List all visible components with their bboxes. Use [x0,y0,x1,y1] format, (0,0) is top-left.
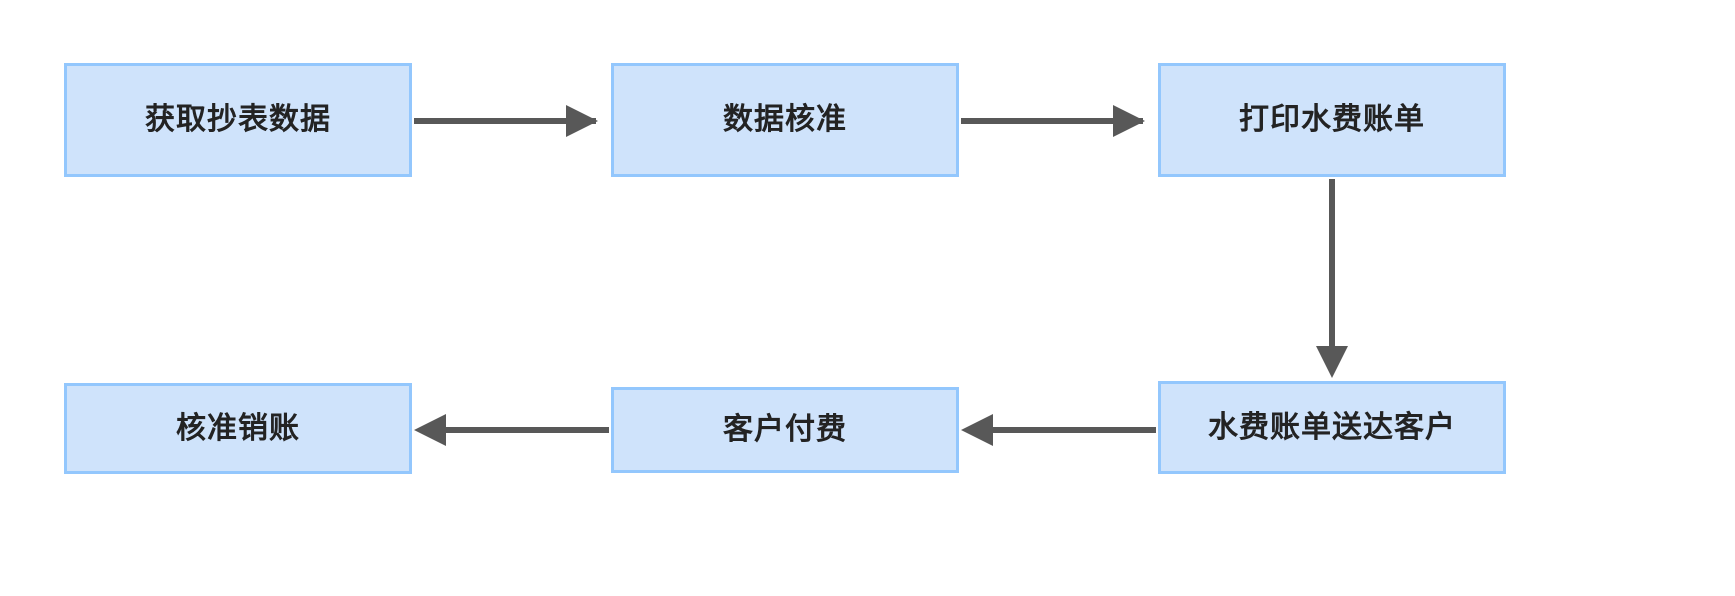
node-label: 打印水费账单 [1239,103,1425,136]
node-label: 客户付费 [723,413,847,446]
arrowhead-down-icon [1316,346,1348,378]
node-label: 核准销账 [176,411,300,445]
flowchart-node-print-water-bill[interactable]: 打印水费账单 [1158,63,1506,177]
arrowhead-right-icon [566,105,598,137]
edge-n5-to-n6 [414,414,609,446]
node-label: 数据核准 [723,103,847,136]
edge-n3-to-n4 [1316,179,1348,378]
flowchart-node-bill-delivered-to-customer[interactable]: 水费账单送达客户 [1158,381,1506,474]
node-label: 获取抄表数据 [145,103,331,136]
edge-n4-to-n5 [961,414,1156,446]
arrowhead-left-icon [414,414,446,446]
flowchart-node-get-meter-data[interactable]: 获取抄表数据 [64,63,412,177]
arrowhead-right-icon [1113,105,1145,137]
flowchart-node-data-verification[interactable]: 数据核准 [611,63,959,177]
flowchart-node-customer-payment[interactable]: 客户付费 [611,387,959,473]
arrowhead-left-icon [961,414,993,446]
flowchart-node-approve-write-off[interactable]: 核准销账 [64,383,412,474]
edge-n2-to-n3 [961,105,1145,137]
edge-n1-to-n2 [414,105,598,137]
node-label: 水费账单送达客户 [1208,410,1456,444]
